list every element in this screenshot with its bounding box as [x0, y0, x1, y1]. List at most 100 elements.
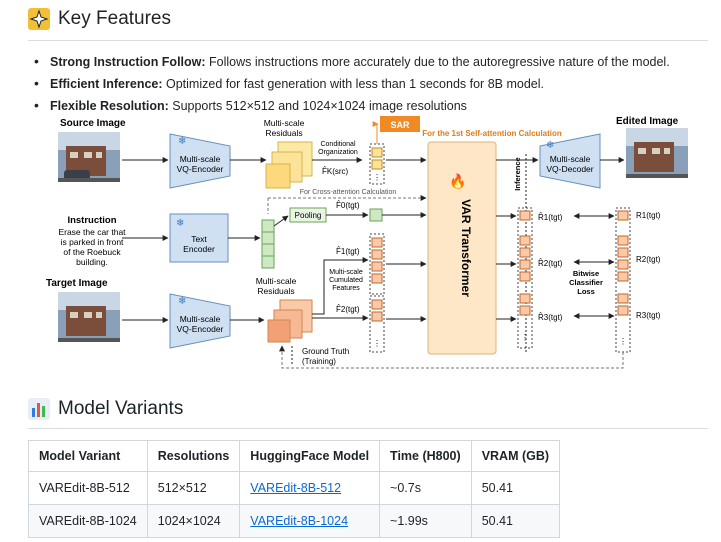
model-variants-heading: Model Variants — [28, 398, 183, 420]
snowflake-icon: ❄ — [178, 296, 186, 307]
table-cell: 512×512 — [146, 471, 241, 505]
svg-text:Organization: Organization — [318, 149, 358, 156]
instruction-title: Instruction — [67, 215, 116, 226]
edited-image-label: Edited Image — [616, 116, 679, 127]
rhat1-label: R̂1(tgt) — [538, 213, 563, 222]
column-header: Time (H800) — [379, 440, 472, 472]
svg-text:Ground Truth: Ground Truth — [302, 347, 349, 356]
svg-text:⋮: ⋮ — [373, 339, 381, 348]
svg-text:Features: Features — [332, 285, 360, 292]
svg-text:For Cross-attention Calculatio: For Cross-attention Calculation — [300, 189, 397, 196]
f2-label: F̂2(tgt) — [336, 305, 360, 314]
svg-text:VQ-Decoder: VQ-Decoder — [546, 164, 593, 174]
svg-text:Residuals: Residuals — [265, 128, 302, 138]
svg-text:Inference: Inference — [513, 157, 522, 190]
rhat3-label: R̂3(tgt) — [538, 313, 563, 322]
sar-box — [380, 116, 420, 132]
svg-text:Encoder: Encoder — [183, 244, 215, 254]
var-transformer-label: VAR Transformer — [459, 199, 473, 297]
text-features — [261, 219, 275, 269]
svg-text:SAR: SAR — [390, 120, 410, 130]
table-cell: 50.41 — [470, 471, 561, 505]
snowflake-icon: ❄ — [546, 140, 554, 151]
r1-label: R1(tgt) — [636, 211, 661, 220]
huggingface-link[interactable]: VAREdit-8B-512 — [250, 481, 342, 495]
table-cell: VAREdit-8B-1024 — [239, 504, 381, 538]
feature-item: Efficient Inference: Optimized for fast … — [34, 72, 670, 94]
svg-text:Multi-scale: Multi-scale — [264, 118, 305, 128]
instruction-line: Erase the car that — [58, 227, 126, 237]
column-header: Model Variant — [28, 440, 148, 472]
svg-text:(Training): (Training) — [302, 357, 336, 366]
key-features-heading: Key Features — [28, 8, 171, 30]
source-image — [58, 132, 120, 182]
target-residuals — [267, 299, 313, 343]
var-transformer-block — [427, 141, 497, 355]
table-cell: VAREdit-8B-512 — [239, 471, 381, 505]
svg-text:Residuals: Residuals — [257, 286, 294, 296]
source-residuals — [265, 141, 313, 189]
flame-icon: 🔥 — [449, 173, 466, 190]
table-row: VAREdit-8B-1024 1024×1024 VAREdit-8B-102… — [28, 504, 561, 538]
architecture-diagram: Source Image Target Image Edited Image I… — [46, 116, 688, 369]
key-features-title: Key Features — [58, 8, 171, 29]
ground-truth-token-column: ⋮ — [615, 207, 631, 353]
text-encoder — [169, 213, 229, 263]
column-header: VRAM (GB) — [470, 440, 561, 472]
svg-text:Text: Text — [191, 234, 207, 244]
column-header: Resolutions — [146, 440, 241, 472]
f1-label: F̂1(tgt) — [336, 247, 360, 256]
table-cell: 50.41 — [470, 504, 561, 538]
svg-text:Conditional: Conditional — [320, 141, 355, 148]
target-image-label: Target Image — [46, 278, 108, 289]
table-cell: VAREdit-8B-512 — [28, 471, 148, 505]
edited-image — [626, 128, 688, 178]
start-token — [369, 208, 383, 222]
target-token-column: ⋮ — [369, 233, 385, 353]
table-cell: ~0.7s — [379, 471, 472, 505]
r2-label: R2(tgt) — [636, 255, 661, 264]
table-row: VAREdit-8B-512 512×512 VAREdit-8B-512 ~0… — [28, 471, 561, 505]
svg-text:⋮: ⋮ — [521, 333, 529, 342]
f0-label: F̂0(tgt) — [336, 201, 360, 210]
heading-divider — [28, 40, 708, 41]
output-token-column: ⋮ — [517, 207, 533, 349]
svg-text:VQ-Encoder: VQ-Encoder — [177, 324, 224, 334]
svg-text:Multi-scale: Multi-scale — [256, 276, 297, 286]
bar-chart-icon — [28, 398, 50, 420]
source-token-column: ⋮ — [369, 143, 385, 185]
features-list: Strong Instruction Follow: Follows instr… — [34, 50, 670, 116]
rhat2-label: R̂2(tgt) — [538, 259, 563, 268]
svg-text:VQ-Encoder: VQ-Encoder — [177, 164, 224, 174]
table-header-row: Model Variant Resolutions HuggingFace Mo… — [28, 440, 561, 472]
svg-text:⋮: ⋮ — [619, 337, 627, 346]
instruction-line: is parked in front — [61, 237, 124, 247]
vq-decoder — [539, 133, 601, 189]
svg-text:Cumulated: Cumulated — [329, 277, 363, 284]
sparkles-icon — [28, 8, 50, 30]
feature-item: Strong Instruction Follow: Follows instr… — [34, 50, 670, 72]
source-vq-encoder — [169, 133, 231, 189]
model-variants-table: Model Variant Resolutions HuggingFace Mo… — [28, 440, 561, 538]
svg-text:Bitwise: Bitwise — [573, 269, 599, 278]
sar-note: For the 1st Self-attention Calculation — [422, 129, 562, 138]
snowflake-icon: ❄ — [178, 136, 186, 147]
table-cell: 1024×1024 — [146, 504, 241, 538]
svg-text:Loss: Loss — [577, 287, 595, 296]
target-image — [58, 292, 120, 342]
model-variants-title: Model Variants — [58, 398, 184, 419]
huggingface-link[interactable]: VAREdit-8B-1024 — [250, 514, 349, 528]
column-header: HuggingFace Model — [239, 440, 381, 472]
instruction-line: building. — [76, 257, 108, 267]
feature-item: Flexible Resolution: Supports 512×512 an… — [34, 94, 670, 116]
svg-text:Multi-scale: Multi-scale — [550, 154, 591, 164]
snowflake-icon: ❄ — [176, 218, 184, 229]
instruction-line: of the Roebuck — [63, 247, 121, 257]
svg-text:Classifier: Classifier — [569, 278, 603, 287]
svg-text:Multi-scale: Multi-scale — [180, 154, 221, 164]
svg-text:Multi-scale: Multi-scale — [180, 314, 221, 324]
svg-text:Pooling: Pooling — [295, 211, 322, 220]
r3-label: R3(tgt) — [636, 311, 661, 320]
source-image-label: Source Image — [60, 118, 126, 129]
svg-text:⋮: ⋮ — [373, 173, 381, 182]
